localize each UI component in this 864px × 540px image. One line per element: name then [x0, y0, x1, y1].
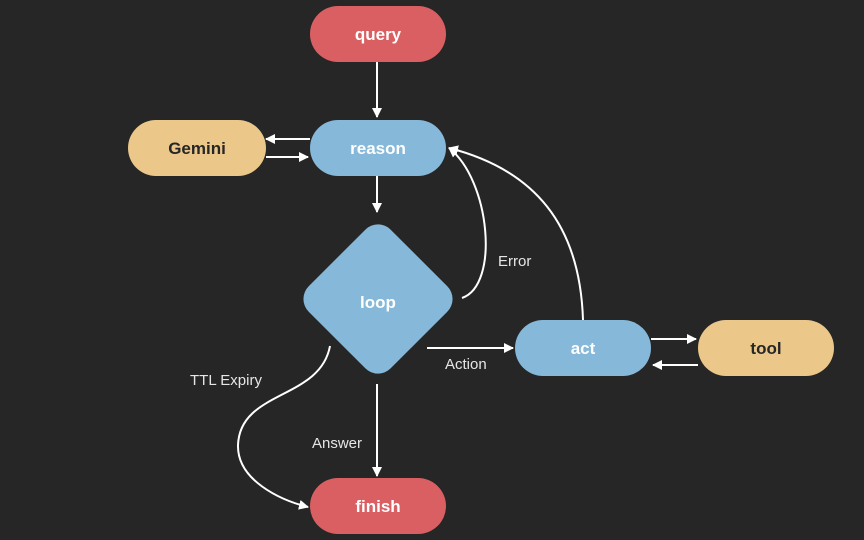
edge-label-action: Action: [445, 356, 487, 373]
node-query-shape: [310, 6, 446, 62]
edge-label-answer: Answer: [312, 435, 362, 452]
node-gemini[interactable]: Gemini: [128, 120, 266, 176]
node-act-shape: [515, 320, 651, 376]
node-query[interactable]: query: [310, 6, 446, 62]
node-loop-shape: [303, 224, 453, 374]
edge-loop-reason-error: [448, 147, 487, 299]
node-query-label: query: [355, 25, 402, 44]
node-finish-shape: [310, 478, 446, 534]
edge-label-error: Error: [498, 253, 531, 270]
edge-label-ttl-expiry: TTL Expiry: [190, 372, 262, 389]
node-finish-label: finish: [355, 497, 400, 516]
node-loop[interactable]: loop: [296, 217, 460, 381]
node-gemini-shape: [128, 120, 266, 176]
node-gemini-label: Gemini: [168, 139, 226, 158]
node-tool-label: tool: [750, 339, 781, 358]
node-tool-shape: [698, 320, 834, 376]
edge-loop-finish-ttl: [236, 345, 331, 510]
edge-act-reason: [448, 145, 584, 321]
node-act[interactable]: act: [515, 320, 651, 376]
node-reason-label: reason: [350, 139, 406, 158]
node-reason-shape: [310, 120, 446, 176]
node-reason[interactable]: reason: [310, 120, 446, 176]
node-finish[interactable]: finish: [310, 478, 446, 534]
node-loop-label: loop: [360, 293, 396, 312]
node-tool[interactable]: tool: [698, 320, 834, 376]
node-act-label: act: [571, 339, 596, 358]
